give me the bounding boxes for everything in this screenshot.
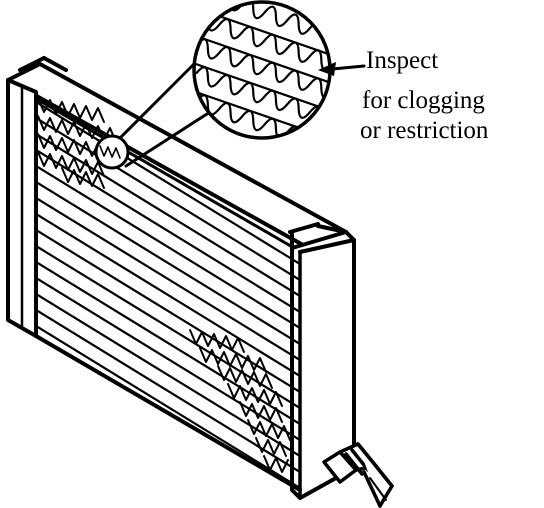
bottom-rail <box>34 334 302 492</box>
magnified-fin-detail <box>192 0 332 140</box>
right-end-tank <box>288 222 356 500</box>
magnifier-leaders <box>118 60 212 168</box>
callout-text-line-1: Inspect <box>366 47 439 74</box>
fin-patch-lower <box>189 329 291 473</box>
callout-arrow <box>318 62 366 76</box>
callout-text-line-2: for clogging <box>362 87 485 114</box>
pipe-fitting <box>322 442 394 508</box>
left-end-tank <box>6 78 38 338</box>
top-tank <box>6 56 348 258</box>
callout-text-line-3: or restriction <box>360 117 489 144</box>
fin-patch-upper <box>37 97 130 189</box>
